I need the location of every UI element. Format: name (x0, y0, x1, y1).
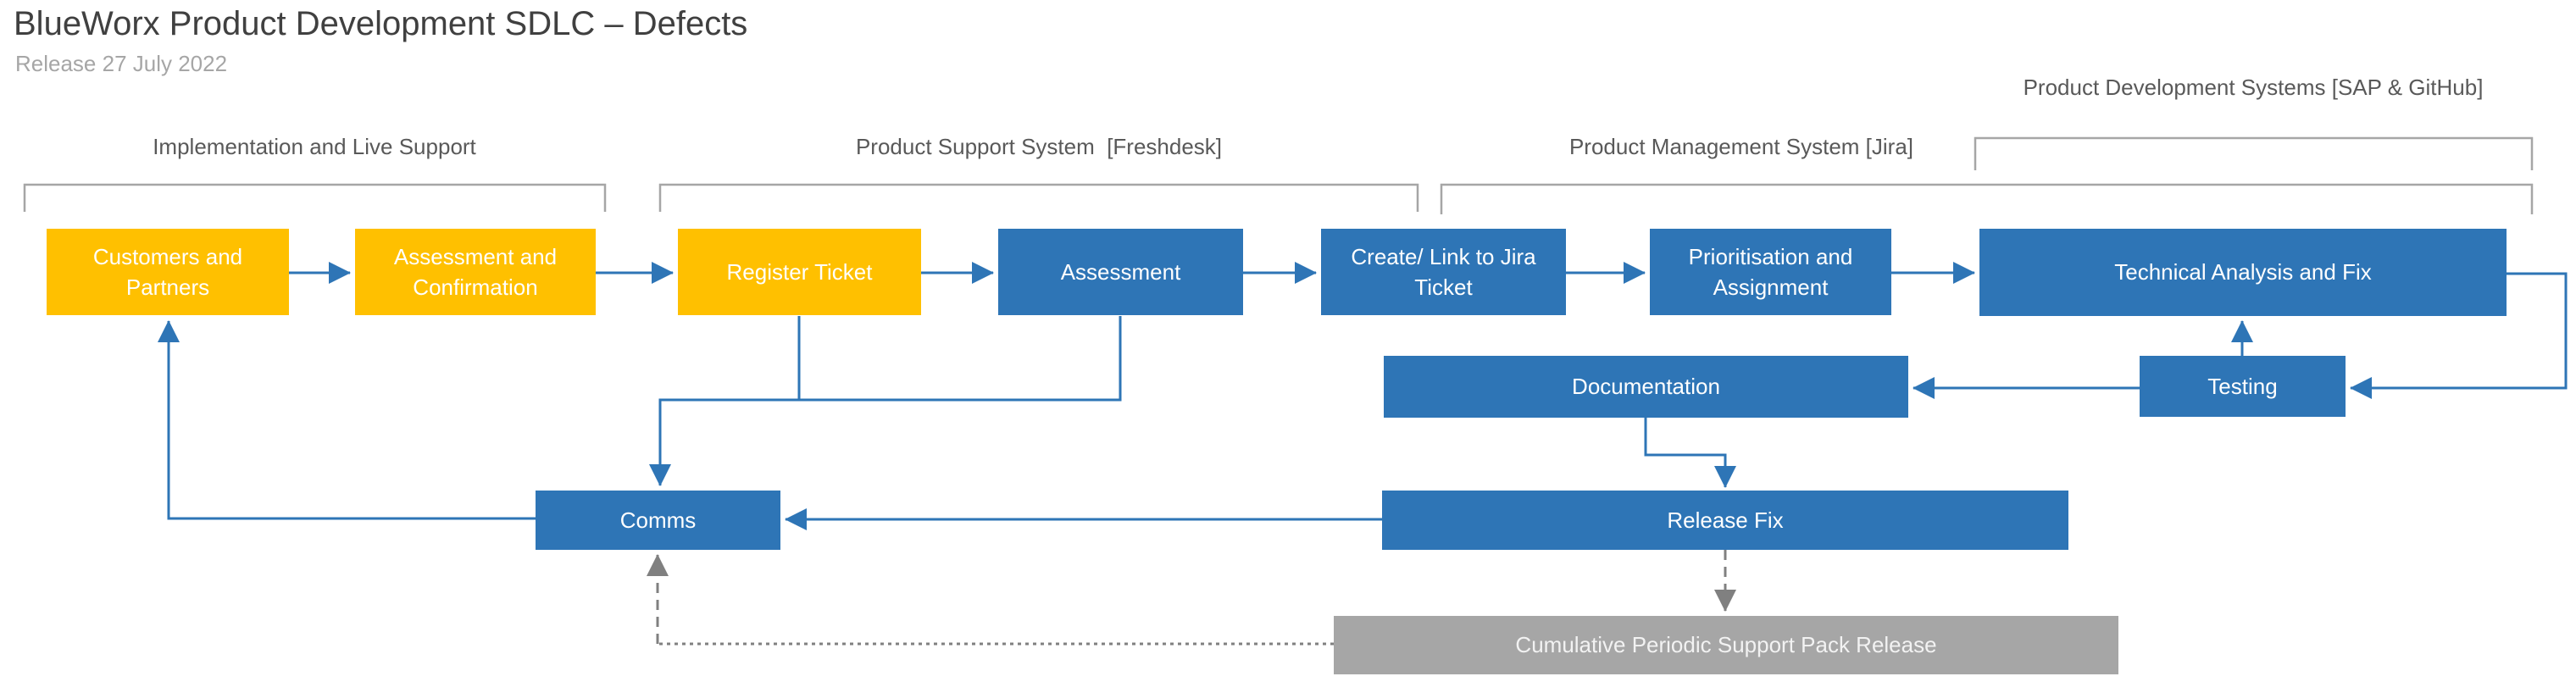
edge-documentation-to-releasefix (1644, 418, 1736, 488)
node-label: Register Ticket (726, 258, 873, 285)
node-label: Technical Analysis and Fix (2114, 259, 2372, 286)
lane-label-development-systems: Product Development Systems [SAP & GitHu… (2023, 75, 2484, 100)
node-release-fix: Release Fix (1382, 491, 2068, 550)
node-label: Customers and Partners (92, 243, 243, 300)
node-label: Prioritisation and Assignment (1688, 243, 1853, 300)
bracket-implementation (23, 183, 607, 212)
node-testing: Testing (2140, 356, 2346, 417)
node-label: Assessment (1060, 258, 1181, 285)
node-label: Create/ Link to Jira Ticket (1351, 243, 1536, 300)
node-technical-analysis-and-fix: Technical Analysis and Fix (1979, 229, 2507, 316)
node-label: Documentation (1572, 374, 1720, 400)
edge-technical-to-testing (2350, 272, 2568, 399)
edge-comms-to-customers (158, 320, 536, 520)
bracket-support-system (658, 183, 1419, 212)
node-cumulative-periodic-support-pack-release: Cumulative Periodic Support Pack Release (1334, 616, 2118, 674)
node-prioritisation-and-assignment: Prioritisation and Assignment (1650, 229, 1891, 315)
node-register-ticket: Register Ticket (678, 229, 921, 315)
node-assessment-and-confirmation: Assessment and Confirmation (355, 229, 596, 315)
release-date-subtitle: Release 27 July 2022 (15, 51, 228, 76)
bracket-development-systems (1974, 136, 2534, 170)
node-comms: Comms (536, 491, 780, 550)
node-create-link-to-jira-ticket: Create/ Link to Jira Ticket (1321, 229, 1566, 315)
page-title: BlueWorx Product Development SDLC – Defe… (14, 5, 748, 42)
lane-label-support-system: Product Support System [Freshdesk] (855, 134, 1223, 159)
node-label: Release Fix (1667, 507, 1784, 533)
bracket-management-system (1440, 183, 2534, 214)
lane-label-management-system: Product Management System [Jira] (1568, 134, 1914, 159)
node-label: Cumulative Periodic Support Pack Release (1515, 632, 1937, 658)
lane-label-implementation: Implementation and Live Support (153, 134, 476, 159)
node-assessment: Assessment (998, 229, 1243, 315)
node-customers-and-partners: Customers and Partners (47, 229, 289, 315)
node-documentation: Documentation (1384, 356, 1908, 418)
node-label: Assessment and Confirmation (393, 243, 558, 300)
edge-assessment-to-comms (649, 316, 1122, 486)
node-label: Comms (619, 507, 697, 533)
node-label: Testing (2207, 373, 2278, 399)
